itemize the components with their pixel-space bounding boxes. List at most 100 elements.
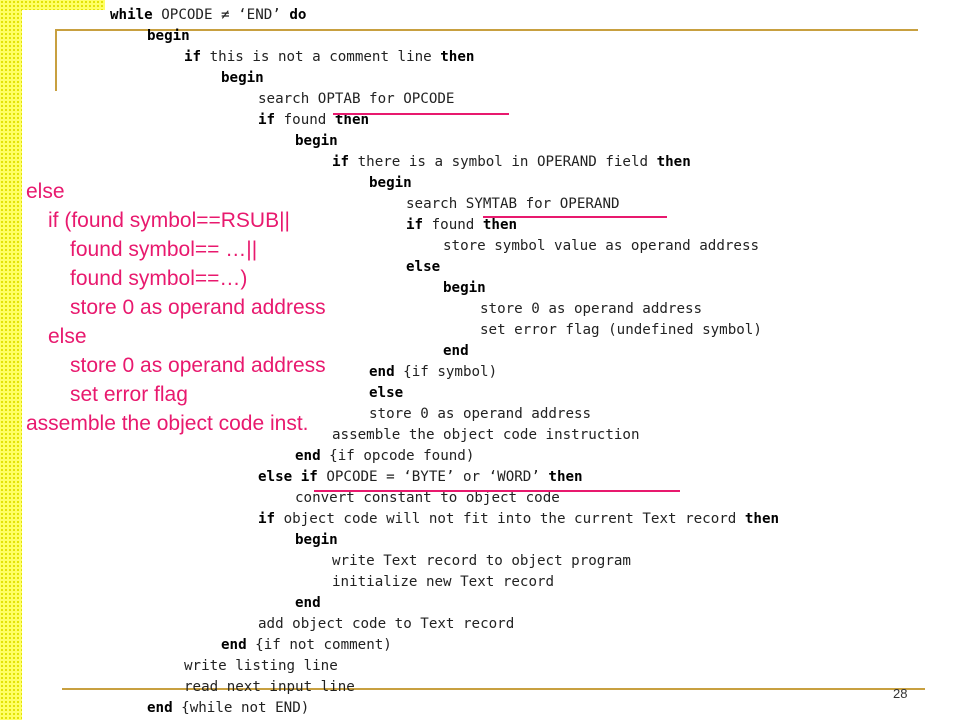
code-line: else (369, 384, 403, 402)
code-text: {if not comment) (246, 637, 392, 653)
code-line: end (443, 342, 469, 360)
code-keyword: end (369, 364, 395, 380)
code-text: set error flag (undefined symbol) (480, 322, 762, 338)
code-keyword: then (440, 49, 475, 65)
code-line: end {if symbol) (369, 363, 497, 381)
code-keyword: while (110, 7, 153, 23)
corner-decoration (0, 0, 105, 10)
code-keyword: if (184, 49, 202, 65)
code-keyword: if (332, 154, 350, 170)
code-text: {if symbol) (394, 364, 498, 380)
code-text: write Text record to object program (332, 553, 631, 569)
code-keyword: else if (258, 469, 318, 485)
code-text: store 0 as operand address (480, 301, 703, 317)
code-keyword: then (482, 217, 518, 233)
code-line: begin (295, 531, 338, 549)
code-keyword: else (406, 259, 441, 275)
code-keyword: if (406, 217, 424, 233)
code-text: write listing line (184, 658, 338, 674)
code-line: while OPCODE ≠ ‘END’ do (110, 6, 306, 24)
code-text: search SYMTAB for OPERAND (406, 196, 620, 212)
code-line: if there is a symbol in OPERAND field th… (332, 153, 691, 171)
code-keyword: then (334, 112, 370, 128)
annotation-line: found symbol==…) (70, 267, 248, 290)
code-text: there is a symbol in OPERAND field (349, 154, 657, 170)
top-rule (55, 29, 918, 31)
annotation-line: found symbol== …|| (70, 238, 258, 261)
code-keyword: if (258, 112, 276, 128)
code-keyword: else (369, 385, 404, 401)
code-line: read next input line (184, 678, 355, 696)
underline-optab (333, 113, 509, 115)
code-keyword: begin (369, 175, 412, 191)
code-line: search OPTAB for OPCODE (258, 90, 454, 108)
code-line: end {while not END) (147, 699, 309, 717)
code-line: else if OPCODE = ‘BYTE’ or ‘WORD’ then (258, 468, 583, 486)
code-line: if object code will not fit into the cur… (258, 510, 779, 528)
code-text: initialize new Text record (332, 574, 555, 590)
code-line: begin (369, 174, 412, 192)
code-text: OPCODE ≠ ‘END’ (152, 7, 290, 23)
annotation-line: set error flag (70, 383, 188, 406)
underline-byte-word (314, 490, 680, 492)
code-text: convert constant to object code (295, 490, 560, 506)
annotation-line: store 0 as operand address (70, 296, 326, 319)
top-vertical-rule (55, 29, 57, 91)
code-keyword: begin (221, 70, 264, 86)
code-line: if found then (406, 216, 517, 234)
code-line: if found then (258, 111, 369, 129)
code-text: store 0 as operand address (369, 406, 592, 422)
code-line: end (295, 594, 321, 612)
code-keyword: end (443, 343, 469, 359)
code-text: assemble the object code instruction (332, 427, 640, 443)
code-keyword: if (258, 511, 276, 527)
code-line: begin (443, 279, 486, 297)
code-line: initialize new Text record (332, 573, 554, 591)
code-line: write Text record to object program (332, 552, 631, 570)
annotation-line: assemble the object code inst. (26, 412, 309, 435)
code-line: end {if opcode found) (295, 447, 474, 465)
code-keyword: begin (295, 133, 338, 149)
code-line: end {if not comment) (221, 636, 392, 654)
code-text: store symbol value as operand address (443, 238, 760, 254)
bottom-rule (62, 688, 925, 690)
code-line: store symbol value as operand address (443, 237, 759, 255)
code-text: object code will not fit into the curren… (275, 511, 745, 527)
annotation-line: else (48, 325, 87, 348)
code-keyword: then (548, 469, 583, 485)
code-line: begin (295, 132, 338, 150)
code-line: add object code to Text record (258, 615, 514, 633)
code-keyword: do (289, 7, 307, 23)
code-text: {while not END) (172, 700, 310, 716)
code-line: write listing line (184, 657, 338, 675)
code-line: store 0 as operand address (480, 300, 702, 318)
code-keyword: then (656, 154, 691, 170)
code-keyword: end (221, 637, 247, 653)
left-decorative-strip (0, 0, 22, 720)
code-keyword: end (295, 448, 321, 464)
code-keyword: end (295, 595, 321, 611)
annotation-line: store 0 as operand address (70, 354, 326, 377)
code-text: search OPTAB for OPCODE (258, 91, 455, 107)
code-text: found (423, 217, 483, 233)
code-keyword: begin (295, 532, 338, 548)
code-text: found (275, 112, 335, 128)
code-text: {if opcode found) (320, 448, 475, 464)
code-keyword: end (147, 700, 173, 716)
code-text: read next input line (184, 679, 355, 695)
code-text: this is not a comment line (201, 49, 441, 65)
code-line: assemble the object code instruction (332, 426, 640, 444)
annotation-line: else (26, 180, 65, 203)
code-line: begin (221, 69, 264, 87)
annotation-line: if (found symbol==RSUB|| (48, 209, 291, 232)
code-keyword: begin (443, 280, 486, 296)
code-keyword: begin (147, 28, 190, 44)
code-text: add object code to Text record (258, 616, 515, 632)
underline-symtab (483, 216, 667, 218)
code-line: begin (147, 27, 190, 45)
code-text: OPCODE = ‘BYTE’ or ‘WORD’ (317, 469, 549, 485)
code-line: search SYMTAB for OPERAND (406, 195, 620, 213)
code-line: set error flag (undefined symbol) (480, 321, 762, 339)
code-keyword: then (744, 511, 780, 527)
code-line: store 0 as operand address (369, 405, 591, 423)
